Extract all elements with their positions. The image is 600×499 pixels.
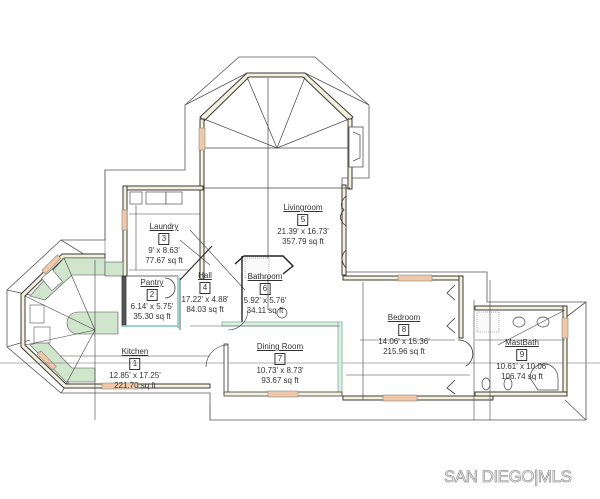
room-dimensions: 5.92' x 5.76' — [243, 296, 287, 305]
bedroom-closet-doors — [446, 284, 474, 395]
room-dimensions: 14.06' x 15.36' — [378, 337, 430, 346]
room-number: 4 — [199, 282, 211, 294]
pantry-walls — [121, 275, 178, 327]
room-name: Livingroom — [283, 203, 323, 212]
laundry-walls — [122, 185, 204, 277]
room-number: 3 — [158, 233, 170, 245]
room-area: 77.67 sq ft — [145, 256, 183, 265]
room-label-pantry: Pantry 2 6.14' x 5.75' 35.30 sq ft — [131, 278, 174, 322]
window-kitchen-2 — [36, 350, 57, 371]
room-area: 93.67 sq ft — [261, 376, 299, 385]
window-diningroom — [267, 390, 299, 398]
room-label-laundry: Laundry 3 9' x 8.63' 77.67 sq ft — [145, 222, 182, 266]
room-label-mastbath: MastBath 9 10.61' x 10.06' 106.74 sq ft — [496, 338, 548, 382]
window-kitchen-3 — [101, 382, 139, 390]
kitchen-sink — [41, 268, 63, 292]
fireplace — [348, 126, 364, 168]
window-livingroom — [198, 127, 206, 151]
room-name: Bedroom — [387, 313, 421, 322]
room-label-livingroom: Livingroom 5 21.39' x 16.73' 357.79 sq f… — [277, 203, 329, 247]
room-dimensions: 12.85' x 17.25' — [109, 371, 161, 380]
room-area: 221.70 sq ft — [114, 381, 156, 390]
room-dimensions: 17.22' x 4.88' — [181, 295, 229, 304]
room-area: 35.30 sq ft — [133, 312, 171, 321]
room-name: MastBath — [505, 338, 539, 347]
room-name: Hall — [198, 271, 212, 280]
hall-door — [227, 309, 249, 331]
room-dimensions: 9' x 8.63' — [148, 246, 180, 255]
room-number: 2 — [146, 289, 158, 301]
mastbath-fixtures — [481, 316, 559, 391]
hall-walls — [122, 276, 179, 328]
room-label-hall: Hall 4 17.22' x 4.88' 84.03 sq ft — [181, 271, 228, 315]
window-kitchen-1 — [41, 254, 62, 275]
room-name: Pantry — [140, 278, 164, 287]
dimension-lines — [104, 170, 340, 420]
room-area: 34.11 sq ft — [246, 306, 284, 315]
room-dimensions: 10.61' x 10.06' — [496, 362, 548, 371]
livingroom-doors — [340, 195, 347, 269]
laundry-appliances — [129, 191, 183, 205]
room-label-kitchen: Kitchen 1 12.85' x 17.25' 221.70 sq ft — [109, 347, 161, 391]
mastbath-shower — [476, 311, 500, 333]
room-label-bathroom: Bathroom 6 5.92' x 5.76' 34.11 sq ft — [244, 272, 287, 316]
diningroom-wall-left — [223, 343, 229, 395]
livingroom-ceiling-lines — [190, 76, 350, 310]
kitchen-range — [29, 304, 45, 324]
room-number: 8 — [398, 324, 410, 336]
room-dimensions: 10.73' x 8.73' — [256, 366, 304, 375]
room-name: Kitchen — [121, 347, 149, 356]
room-name: Laundry — [149, 222, 179, 231]
window-bedroom-top — [397, 274, 433, 282]
kitchen-fridge — [33, 326, 51, 344]
room-number: 9 — [516, 349, 528, 361]
room-number: 6 — [259, 283, 271, 295]
bathroom-toilet — [276, 307, 288, 319]
room-number: 7 — [274, 353, 286, 365]
mls-watermark: SAN DIEGO|MLS — [444, 467, 573, 487]
mastbath-walls — [474, 305, 568, 397]
room-name: Dining Room — [256, 342, 304, 351]
room-dimensions: 6.14' x 5.75' — [130, 302, 174, 311]
room-area: 106.74 sq ft — [501, 372, 543, 381]
room-number: 5 — [297, 214, 309, 226]
room-name: Bathroom — [247, 272, 283, 281]
bathroom-walls — [234, 255, 295, 324]
room-dimensions: 21.39' x 16.73' — [277, 227, 329, 236]
window-laundry — [121, 209, 128, 231]
room-label-bedroom: Bedroom 8 14.06' x 15.36' 215.96 sq ft — [378, 313, 430, 357]
room-area: 84.03 sq ft — [186, 305, 224, 314]
diningroom-door — [205, 344, 229, 368]
window-bedroom-bottom — [382, 394, 418, 402]
bathroom-shower — [244, 257, 270, 279]
window-mastbath — [561, 317, 569, 339]
room-area: 215.96 sq ft — [383, 347, 425, 356]
room-label-dining-room: Dining Room 7 10.73' x 8.73' 93.67 sq ft — [256, 342, 303, 386]
room-area: 357.79 sq ft — [282, 237, 324, 246]
room-number: 1 — [129, 358, 141, 370]
kitchen-ceiling-lines — [0, 257, 600, 420]
livingroom-walls — [199, 72, 354, 280]
